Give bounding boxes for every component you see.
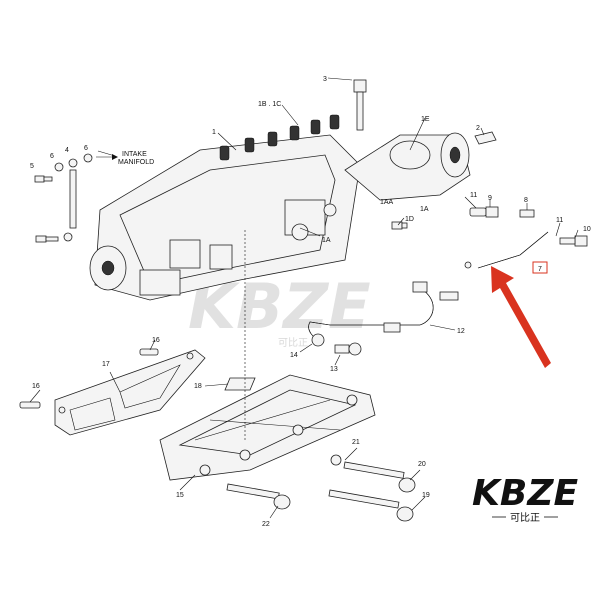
label-1b-1c: 1B . 1C — [258, 101, 281, 108]
label-12: 12 — [457, 328, 465, 335]
oil-tube-7 — [477, 231, 549, 269]
intake-label-line2: MANIFOLD — [118, 159, 154, 166]
highlight-arrow — [491, 266, 551, 368]
label-11a: 11 — [470, 192, 477, 199]
label-1a-lower: 1A — [322, 237, 331, 244]
label-11b: 11 — [556, 217, 563, 224]
bracket-17 — [54, 349, 206, 436]
label-9: 9 — [488, 195, 492, 202]
brand-logo-text: KBZE — [472, 473, 578, 514]
intake-label-line1: INTAKE — [122, 151, 147, 158]
label-6b: 6 — [84, 145, 88, 152]
label-14: 14 — [290, 352, 298, 359]
label-1a-upper: 1A — [420, 206, 429, 213]
brand-logo-sub: 可比正 — [510, 512, 540, 524]
label-1d: 1D — [405, 216, 414, 223]
label-17: 17 — [102, 361, 110, 368]
label-7-highlight-box — [532, 261, 548, 274]
delivery-valves — [219, 114, 340, 161]
label-5: 5 — [30, 163, 34, 170]
injection-pump — [89, 114, 361, 301]
label-1: 1 — [212, 129, 216, 136]
leader-lines — [29, 77, 579, 519]
bolt-1d — [391, 221, 408, 230]
label-10: 10 — [583, 226, 591, 233]
label-2: 2 — [476, 125, 480, 132]
label-8: 8 — [524, 197, 528, 204]
watermark-sub-text: 可比正 — [278, 337, 308, 349]
dowel-16a — [139, 348, 159, 356]
label-20: 20 — [418, 461, 426, 468]
long-bolts — [226, 454, 416, 522]
bolt-3 — [353, 79, 367, 131]
bolts-13-14 — [311, 333, 362, 356]
label-3: 3 — [323, 76, 327, 83]
label-22: 22 — [262, 521, 270, 528]
left-fasteners — [34, 153, 93, 243]
mounting-base-15 — [159, 374, 376, 481]
label-4: 4 — [65, 147, 69, 154]
label-15: 15 — [176, 492, 184, 499]
brand-logo: KBZE 可比正 — [472, 473, 578, 524]
governor-housing — [344, 132, 471, 201]
label-18: 18 — [194, 383, 202, 390]
part-2 — [474, 131, 497, 145]
label-16b: 16 — [32, 383, 40, 390]
label-21: 21 — [352, 439, 360, 446]
intake-manifold-arrow — [96, 154, 118, 160]
dowel-16b — [19, 401, 41, 409]
label-19: 19 — [422, 492, 430, 499]
label-1e: 1E — [421, 116, 430, 123]
label-7: 7 — [538, 266, 542, 273]
part-labels: 3 1B . 1C 1E 2 1 5 6 4 6 INTAKE MANIFOLD… — [30, 76, 591, 528]
plate-18 — [224, 377, 256, 391]
right-fittings — [464, 206, 588, 269]
label-13: 13 — [330, 366, 338, 373]
label-6a: 6 — [50, 153, 54, 160]
label-16a: 16 — [152, 337, 160, 344]
label-1aa: 1AA — [380, 199, 394, 206]
